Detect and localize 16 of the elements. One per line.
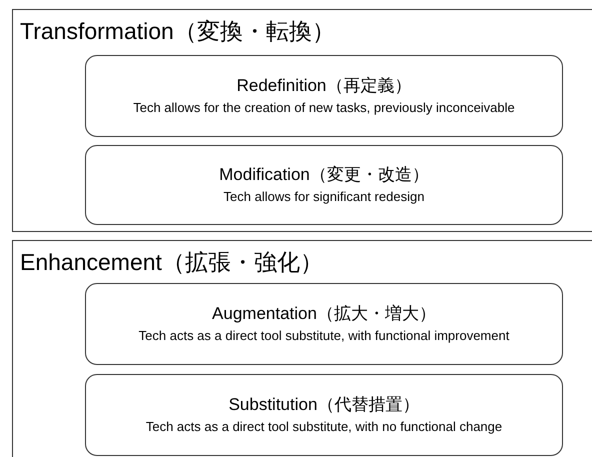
box-title: Redefinition（再定義） [236, 75, 412, 97]
rounded-box [85, 145, 563, 225]
rounded-box [85, 55, 563, 137]
panel [12, 240, 592, 457]
panel [12, 9, 592, 232]
rounded-box [85, 374, 563, 456]
rounded-box [85, 283, 563, 365]
box-description: Tech allows for significant redesign [224, 188, 424, 206]
panel-heading: Enhancement（拡張・強化） [20, 248, 323, 277]
box-title: Substitution（代替措置） [228, 394, 420, 416]
panel-heading: Transformation（変換・転換） [20, 17, 335, 46]
box-description: Tech acts as a direct tool substitute, with no functional change [146, 418, 502, 436]
box-description: Tech allows for the creation of new tasks, previously inconceivable [133, 98, 515, 117]
box-description: Tech acts as a direct tool substitute, with functional improvement [138, 326, 510, 345]
box-title: Modification（変更・改造） [219, 164, 429, 186]
box-title: Augmentation（拡大・増大） [212, 303, 436, 325]
